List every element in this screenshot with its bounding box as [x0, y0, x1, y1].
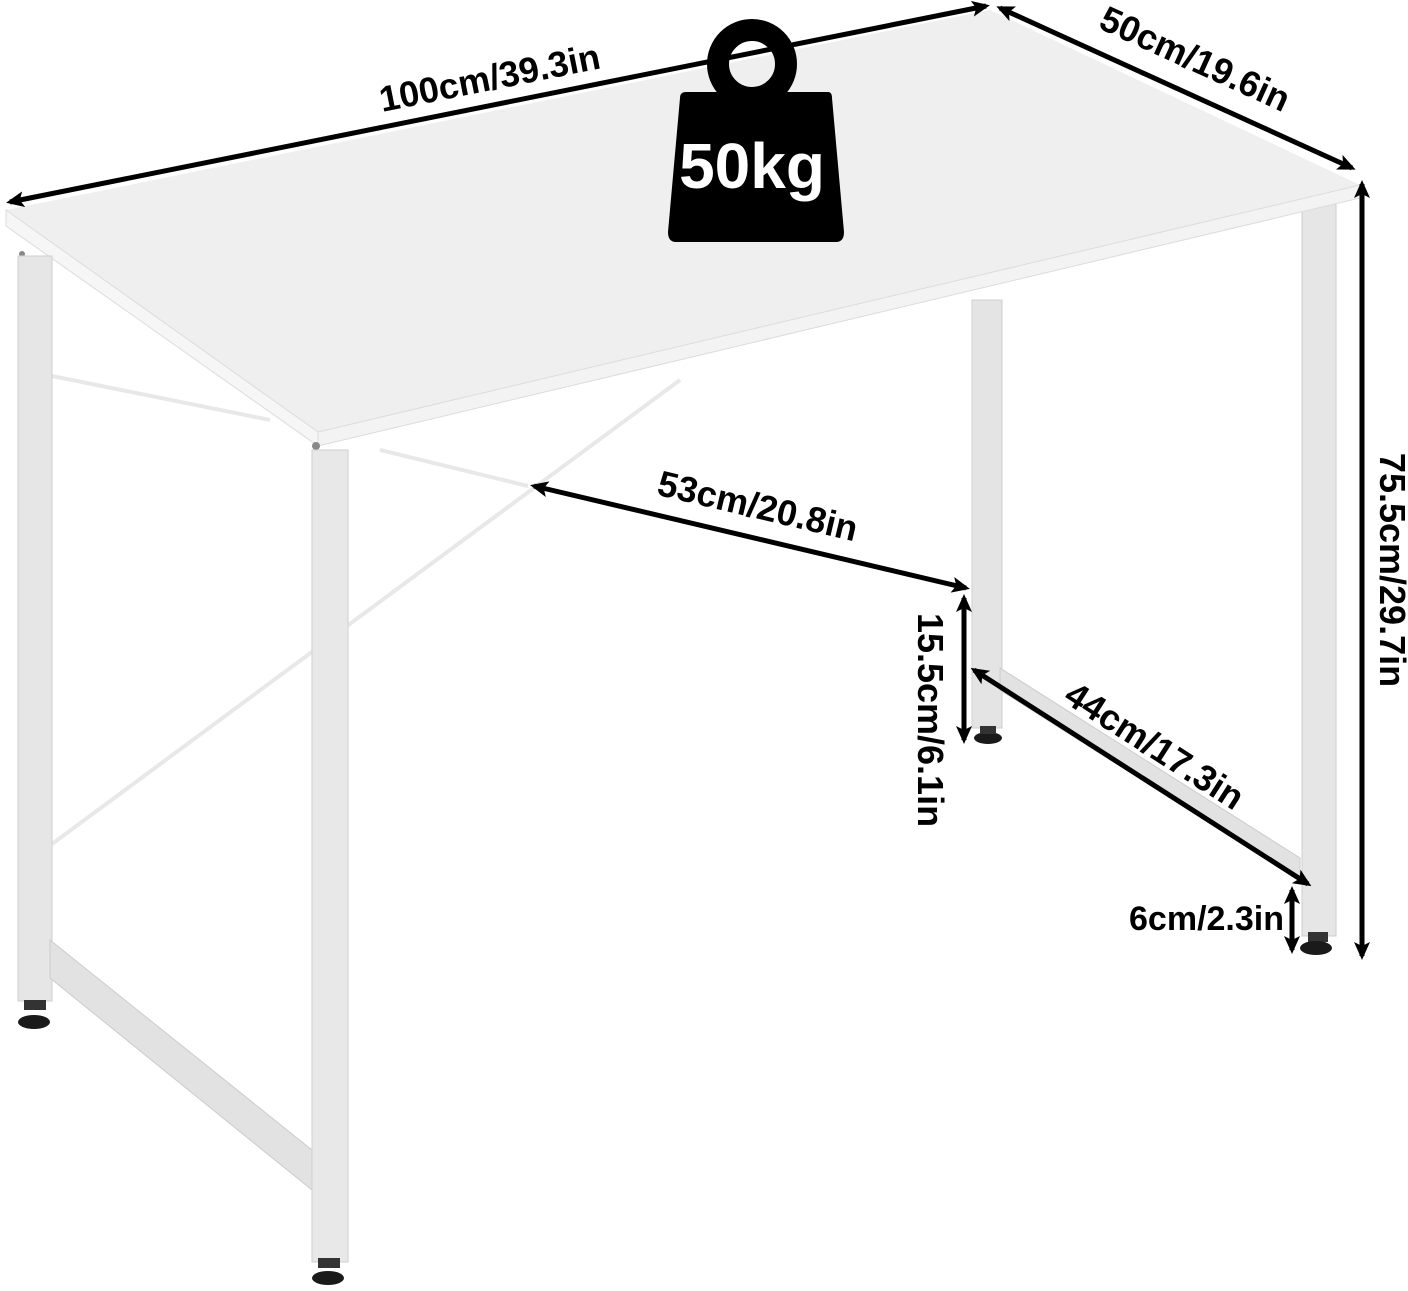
desk-frame-front	[17, 255, 349, 1285]
width-arrow	[6, 0, 990, 208]
height-label: 75.5cm/29.7in	[1372, 453, 1408, 687]
weight-capacity-label: 50kg	[679, 130, 825, 202]
desk-frame-back	[971, 195, 1337, 955]
foot-clearance-label: 6cm/2.3in	[1129, 900, 1284, 938]
cross-braces	[50, 374, 682, 846]
side-bar-height-label: 15.5cm/6.1in	[910, 613, 951, 827]
leg-spacing-label: 53cm/20.8in	[654, 462, 862, 549]
dimension-arrows	[6, 0, 1370, 960]
leg-spacing-arrow	[530, 481, 970, 593]
side-bar-length-arrow	[970, 667, 1312, 887]
depth-arrow	[996, 5, 1356, 171]
